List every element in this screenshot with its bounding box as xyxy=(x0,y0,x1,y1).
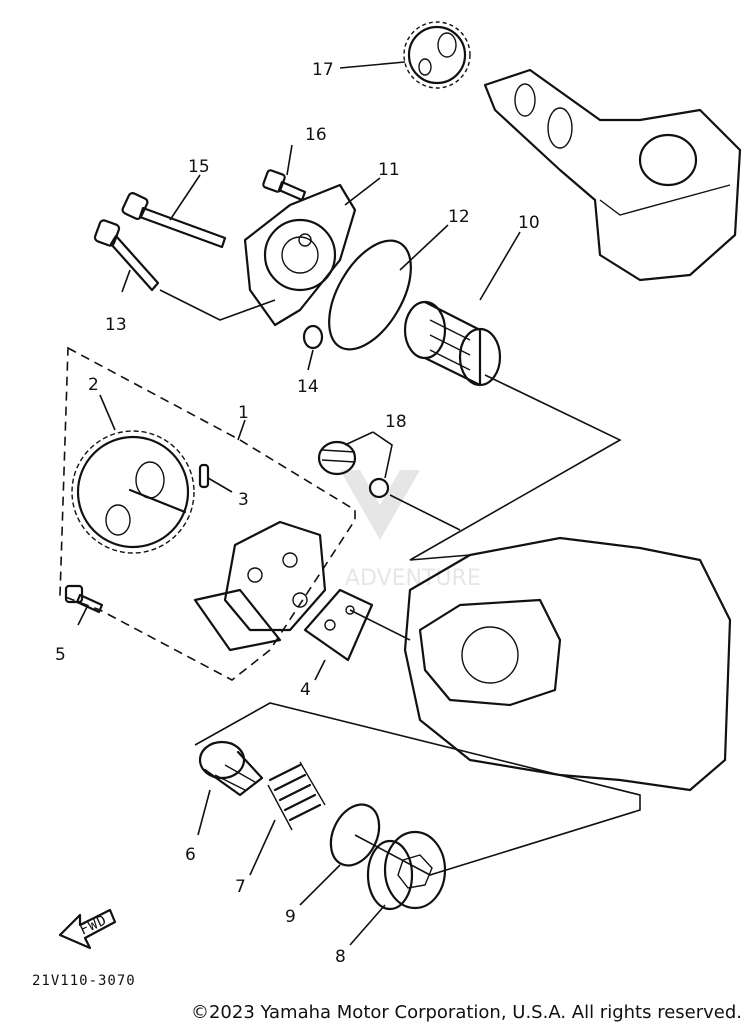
callout-6: 6 xyxy=(185,845,196,865)
callout-5: 5 xyxy=(55,645,66,665)
callout-8: 8 xyxy=(335,947,346,967)
part-16-bolt xyxy=(262,169,307,202)
callout-9: 9 xyxy=(285,907,296,927)
part-18-strainer xyxy=(317,440,390,499)
crankshaft xyxy=(483,68,742,282)
callout-labels: 17 16 11 12 10 15 13 14 18 2 1 3 4 5 6 7… xyxy=(55,60,540,967)
leader-lines xyxy=(77,61,622,946)
part-9-o-ring xyxy=(329,803,381,867)
part-11-pump-cover xyxy=(243,183,357,327)
part-17-drive-gear xyxy=(403,21,471,89)
crankcase xyxy=(403,536,732,792)
watermark-logo: ADVENTURE xyxy=(340,470,481,591)
callout-17: 17 xyxy=(312,60,334,80)
callout-14: 14 xyxy=(297,377,319,397)
oil-pump-body xyxy=(193,520,327,652)
part-13-bolt xyxy=(93,219,160,292)
callout-2: 2 xyxy=(88,375,99,395)
copyright-notice: ©2023 Yamaha Motor Corporation, U.S.A. A… xyxy=(190,1002,742,1023)
part-8-drain-plug xyxy=(366,830,447,911)
part-6-strainer xyxy=(198,740,264,797)
part-10-oil-filter xyxy=(403,300,502,387)
callout-15: 15 xyxy=(188,157,210,177)
diagram-code: 21V110-3070 xyxy=(32,973,136,989)
callout-10: 10 xyxy=(518,213,540,233)
part-3-dowel-pin xyxy=(198,463,210,489)
watermark-text: ADVENTURE xyxy=(345,566,481,591)
callout-12: 12 xyxy=(448,207,470,227)
fwd-arrow-icon: FWD xyxy=(58,908,117,950)
callout-16: 16 xyxy=(305,125,327,145)
part-4-gasket xyxy=(303,588,374,662)
part-1-assembly-boundary xyxy=(59,346,356,681)
part-12-o-ring xyxy=(328,239,412,351)
callout-7: 7 xyxy=(235,877,246,897)
part-14-small-o-ring xyxy=(302,324,324,350)
callout-4: 4 xyxy=(300,680,311,700)
callout-11: 11 xyxy=(378,160,400,180)
parts-6-9-boundary xyxy=(194,702,641,876)
part-15-long-bolt xyxy=(121,192,227,249)
part-2-pump-gear xyxy=(71,430,195,554)
callout-13: 13 xyxy=(105,315,127,335)
callout-18: 18 xyxy=(385,412,407,432)
callout-3: 3 xyxy=(238,490,249,510)
part-5-bolt xyxy=(64,584,104,614)
callout-1: 1 xyxy=(238,403,249,423)
part-7-spring xyxy=(267,761,326,831)
